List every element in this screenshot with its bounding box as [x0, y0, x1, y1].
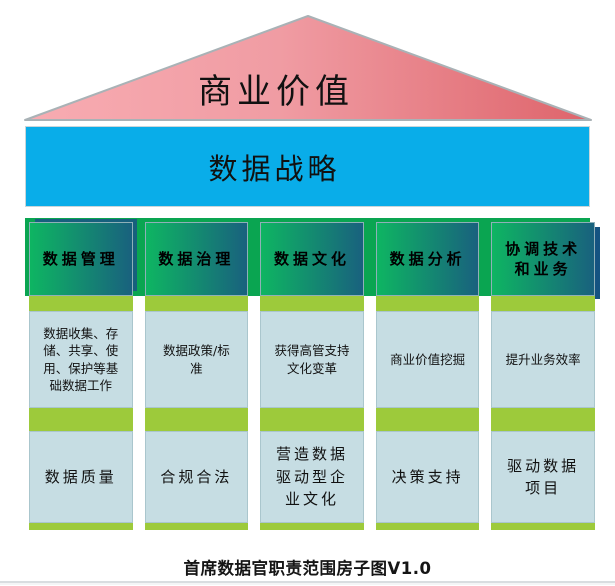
pillar-separator	[260, 523, 364, 530]
pillar-header: 数据文化	[260, 222, 364, 296]
strategy-bar: 数据战略	[25, 126, 590, 207]
pillar-header: 协调技术 和业务	[491, 222, 595, 296]
pillar-separator	[29, 523, 133, 530]
pillars-row: 数据管理 数据收集、存 储、共享、使 用、保护等基 础数据工作 数据质量 数据治…	[29, 222, 595, 532]
pillar-middle-cell: 数据政策/标 准	[144, 311, 249, 408]
pillar-data-analysis: 数据分析 商业价值挖掘 决策支持	[375, 222, 480, 532]
pillar-data-governance: 数据治理 数据政策/标 准 合规合法	[144, 222, 249, 532]
pillar-separator	[375, 523, 480, 530]
pillar-tech-business-coordination: 协调技术 和业务 提升业务效率 驱动数据 项目	[491, 222, 595, 532]
pillar-separator	[491, 408, 595, 431]
pillar-bottom-cell: 数据质量	[29, 431, 133, 523]
pillar-separator	[260, 296, 364, 311]
pillar-separator	[375, 296, 480, 311]
bottom-divider	[0, 581, 615, 585]
pillar-separator	[375, 408, 480, 431]
pillar-bottom-cell: 决策支持	[375, 431, 480, 523]
pillar-separator	[144, 408, 249, 431]
pillar-middle-cell: 商业价值挖掘	[375, 311, 480, 408]
strategy-label: 数据战略	[208, 151, 341, 186]
roof-label: 商业价值	[198, 72, 354, 112]
pillar-middle-cell: 数据收集、存 储、共享、使 用、保护等基 础数据工作	[29, 311, 133, 408]
pillar-separator	[29, 296, 133, 311]
pillar-header: 数据治理	[144, 222, 249, 296]
pillar-middle-cell: 提升业务效率	[491, 311, 595, 408]
pillar-separator	[29, 408, 133, 431]
pillar-middle-cell: 获得高管支持 文化变革	[260, 311, 364, 408]
pillar-bottom-cell: 营造数据 驱动型企 业文化	[260, 431, 364, 523]
pillar-separator	[144, 296, 249, 311]
pillar-header: 数据分析	[375, 222, 480, 296]
pillar-bottom-cell: 合规合法	[144, 431, 249, 523]
roof-shape	[24, 15, 592, 121]
pillar-header: 数据管理	[29, 222, 133, 296]
pillar-data-culture: 数据文化 获得高管支持 文化变革 营造数据 驱动型企 业文化	[260, 222, 364, 532]
pillar-bottom-cell: 驱动数据 项目	[491, 431, 595, 523]
pillar-separator	[491, 523, 595, 530]
diagram-caption: 首席数据官职责范围房子图V1.0	[183, 559, 432, 578]
pillar-separator	[260, 408, 364, 431]
pillar-separator	[491, 296, 595, 311]
pillar-separator	[144, 523, 249, 530]
pillar-data-management: 数据管理 数据收集、存 储、共享、使 用、保护等基 础数据工作 数据质量	[29, 222, 133, 532]
